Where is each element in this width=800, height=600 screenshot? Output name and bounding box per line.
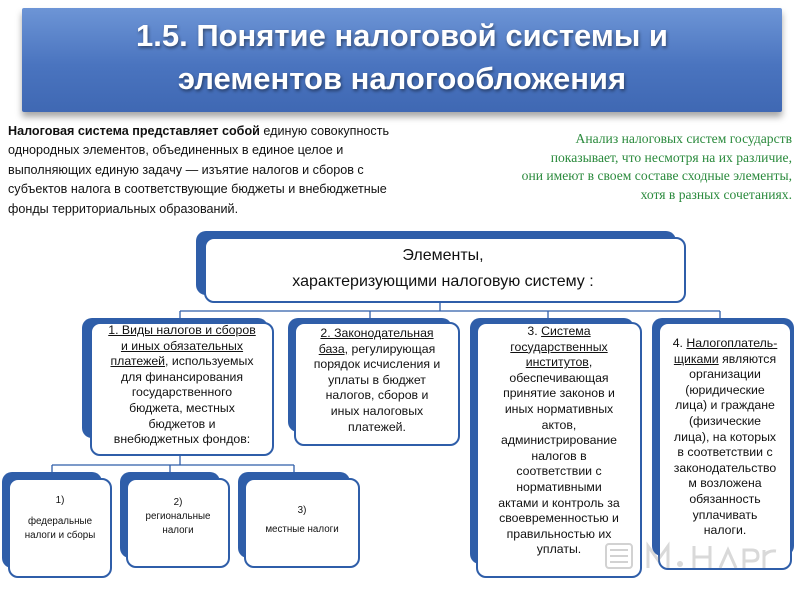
element-2-line: база, регулирующая [318,341,436,356]
head-box [204,237,686,303]
definition-text: Налоговая система представляет собой еди… [8,122,448,219]
slide-title: 1.5. Понятие налоговой системы и элемент… [22,14,782,110]
analysis-line-2: показывает, что несмотря на их различие, [550,149,792,165]
element-3-line: актами и контроль за [498,495,620,510]
element-3-line: нормативными [516,479,602,494]
element-4-line: м возложена [688,476,762,491]
element-4-line: налоги. [703,523,747,538]
element-4-line: щиками являются [673,351,777,366]
element-1-line: и иных обязательных [120,338,244,353]
sub-element-3-line-1: местные налоги [265,524,339,535]
element-1-line: платежей, используемых [110,354,254,369]
element-3-line: принятие законов и [503,386,615,401]
element-2-line: налогов, сборов и [325,388,429,403]
title-banner [22,8,782,112]
sub-element-3-text: 3) местные налоги [246,504,358,537]
analysis-note: Анализ налоговых систем государств показ… [468,130,792,204]
element-4-line: уплачивать [692,507,758,522]
sub-element-2-number: 2) [173,497,183,508]
head-box-word: Элементы [402,247,480,264]
element-3-line: иных нормативных [504,401,614,416]
element-3-line: соответствии с [516,464,602,479]
sub-element-1-line-2: налоги и сборы [24,530,96,541]
element-3-line: уплаты. [536,542,582,557]
element-4-line: 4. Налогоплатель- [672,336,778,350]
sub-element-1-line-1: федеральные [27,516,93,527]
sub-element-2-text: 2) региональные налоги [128,496,228,538]
sub-element-box-2 [126,478,230,568]
element-3-line: своевременностью и [499,511,619,526]
element-1-line: для финансирования [120,369,244,384]
analysis-line-4: хотя в разных сочетаниях. [640,186,792,202]
element-3-line: государственных [510,339,608,354]
element-1-line: бюджетов и [148,416,216,431]
watermark-logo-icon [605,541,777,569]
definition-line-5: фонды территориальных образований. [8,201,239,216]
definition-line-1-rest: единую совокупность [259,124,390,138]
head-box-subtitle: характеризующими налоговую систему : [292,273,594,290]
definition-line-1: Налоговая система представляет собой еди… [8,122,448,141]
element-4-line: (физические [688,413,762,428]
element-1-line: 1. Виды налогов и сборов [108,323,256,337]
element-4-line: лица), на которых [673,429,777,444]
element-box-1 [90,322,274,456]
sub-element-1-number: 1) [55,495,65,506]
element-3-line: 3. Система [527,324,591,338]
element-2-line: уплаты в бюджет [328,372,426,387]
definition-bold: Налоговая система представляет собой [8,124,260,138]
element-4-line: организации [689,367,761,382]
head-box-title: Элементы, [200,246,686,266]
element-3-text: 3. Система государственных институтов, о… [478,324,640,558]
definition-line-2: однородных элементов, объединенных в еди… [8,143,344,158]
element-1-text: 1. Виды налогов и сборов и иных обязател… [94,323,270,448]
head-box-comma: , [479,247,484,264]
element-2-line: порядок исчисления и [313,357,441,372]
element-1-line: внебюджетных фондов: [113,432,251,447]
title-line-2: элементов налогообложения [177,61,627,96]
element-4-text: 4. Налогоплатель- щиками являются органи… [660,336,790,539]
title-line-1: 1.5. Понятие налоговой системы и [136,18,668,53]
element-1-line: государственного [131,385,233,400]
sub-element-box-3 [244,478,360,568]
element-1-line: бюджета, местных [129,400,235,415]
definition-line-3: выполняющих единую задачу — изъятие нало… [8,162,364,177]
element-box-3 [476,322,642,578]
sub-element-2-line-1: региональные [145,511,211,522]
sub-element-1-text: 1) федеральные налоги и сборы [10,494,110,543]
element-2-line: 2. Законодательная [320,326,434,340]
analysis-line-1: Анализ налоговых систем государств [575,131,792,146]
element-4-line: законодательство [673,460,777,475]
element-3-line: актов, [541,417,577,432]
element-2-text: 2. Законодательная база, регулирующая по… [298,326,456,435]
element-4-line: в соответствии с [677,445,773,460]
element-4-line: лица) и граждане [675,398,775,413]
analysis-line-3: они имеют в своем составе сходные элемен… [521,168,792,183]
element-3-line: администрирование [501,433,617,448]
element-box-4 [658,322,792,570]
sub-element-3-number: 3) [297,505,307,516]
element-3-line: институтов, [525,355,593,370]
element-3-line: правильностью их [506,526,612,541]
definition-line-4: субъектов налога в соответствующие бюдже… [8,182,387,197]
element-box-2 [294,322,460,446]
sub-element-2-line-2: налоги [162,525,194,536]
element-2-line: иных налоговых [330,403,424,418]
element-4-line: (юридические [685,382,765,397]
element-2-line: платежей. [348,419,406,434]
sub-element-box-1 [8,478,112,578]
element-4-line: обязанность [689,491,761,506]
element-3-line: налогов в [531,448,587,463]
element-3-line: обеспечивающая [509,370,609,385]
